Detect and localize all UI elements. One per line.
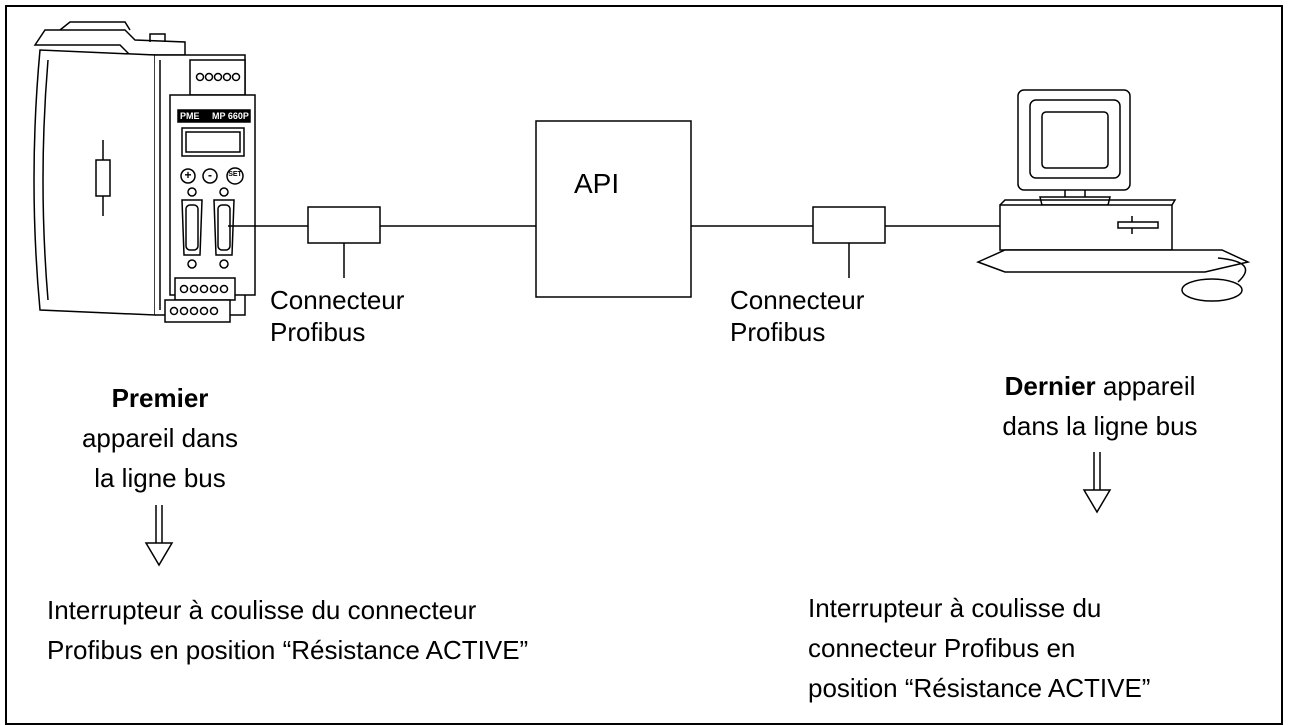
note-right: Interrupteur à coulisse du connecteur Pr…: [808, 588, 1150, 708]
arrow-down-icon-left: [144, 505, 174, 567]
profibus-connector-right: [812, 206, 886, 244]
device-brand: PME: [180, 111, 200, 121]
first-device-caption: Premier appareil dans la ligne bus: [40, 378, 280, 498]
note-left-line1: Interrupteur à coulisse du connecteur: [47, 595, 477, 625]
first-device-line3: la ligne bus: [94, 463, 226, 493]
arrow-down-icon-right: [1082, 452, 1112, 514]
last-device-line2: dans la ligne bus: [1002, 411, 1198, 441]
first-device-line2: appareil dans: [81, 423, 239, 453]
last-device-title: Dernier: [1004, 371, 1096, 401]
device-model: MP 660P: [212, 111, 249, 121]
note-left-line2: Profibus en position “Résistance ACTIVE”: [47, 635, 529, 665]
device-brand-label: PME MP 660P: [180, 111, 250, 122]
device-plus-button: +: [184, 168, 192, 182]
plc-label: API: [574, 168, 620, 199]
device-set-button: SET: [228, 171, 242, 178]
bus-diagram: [33, 21, 1251, 567]
computer-icon: [976, 89, 1251, 302]
connector-right-label-line2: Profibus: [730, 317, 826, 347]
first-device-title: Premier: [111, 383, 209, 413]
connector-left-label-line2: Profibus: [270, 317, 366, 347]
device-minus-button: -: [208, 168, 212, 182]
note-right-line2: connecteur Profibus en: [808, 633, 1076, 663]
connector-right-label: Connecteur Profibus: [730, 284, 864, 348]
measuring-device-icon: [33, 21, 256, 323]
note-left: Interrupteur à coulisse du connecteur Pr…: [47, 590, 528, 670]
note-right-line1: Interrupteur à coulisse du: [808, 593, 1102, 623]
connector-left-label: Connecteur Profibus: [270, 284, 404, 348]
last-device-title-rest: appareil: [1095, 371, 1196, 401]
profibus-connector-left: [307, 206, 381, 244]
last-device-caption: Dernier appareil dans la ligne bus: [960, 366, 1240, 446]
connector-right-label-line1: Connecteur: [730, 285, 865, 315]
connector-left-label-line1: Connecteur: [270, 285, 405, 315]
note-right-line3: position “Résistance ACTIVE”: [808, 673, 1151, 703]
plc-box: [535, 120, 692, 298]
